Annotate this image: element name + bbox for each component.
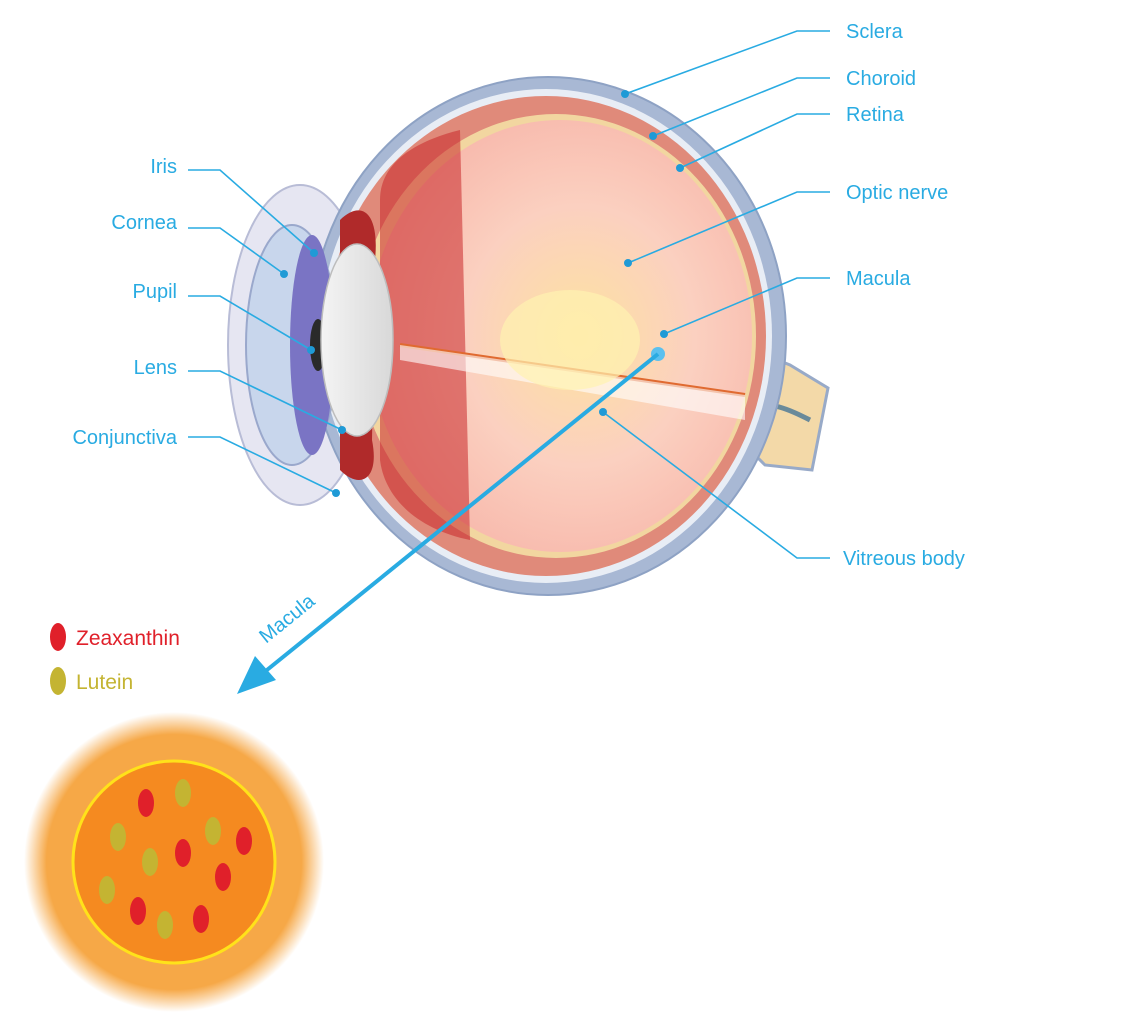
label-optic-nerve: Optic nerve [846,182,948,204]
zeaxanthin-legend-icon [50,623,66,651]
macula-closeup [24,712,324,1012]
macula-arrow [237,347,665,694]
right-leaders [599,30,830,559]
label-iris: Iris [150,156,177,178]
legend-zeaxanthin: Zeaxanthin [76,627,180,650]
lutein-legend-icon [50,667,66,695]
eyeball-illustration [227,76,830,596]
label-sclera: Sclera [846,21,904,43]
label-pupil: Pupil [133,281,177,303]
zeaxanthin-dots [130,789,252,933]
lutein-dots [99,779,221,939]
label-vitreous-body: Vitreous body [843,548,965,570]
label-cornea: Cornea [111,212,177,234]
legend-lutein: Lutein [76,671,133,694]
arrow-label-macula: Macula [255,590,320,648]
label-retina: Retina [846,104,905,126]
label-macula: Macula [846,268,911,290]
label-choroid: Choroid [846,68,916,90]
left-leaders [188,169,346,497]
label-lens: Lens [134,357,177,379]
lens-shape [320,243,394,437]
label-conjunctiva: Conjunctiva [72,427,177,449]
legend: Zeaxanthin Lutein [50,623,180,695]
